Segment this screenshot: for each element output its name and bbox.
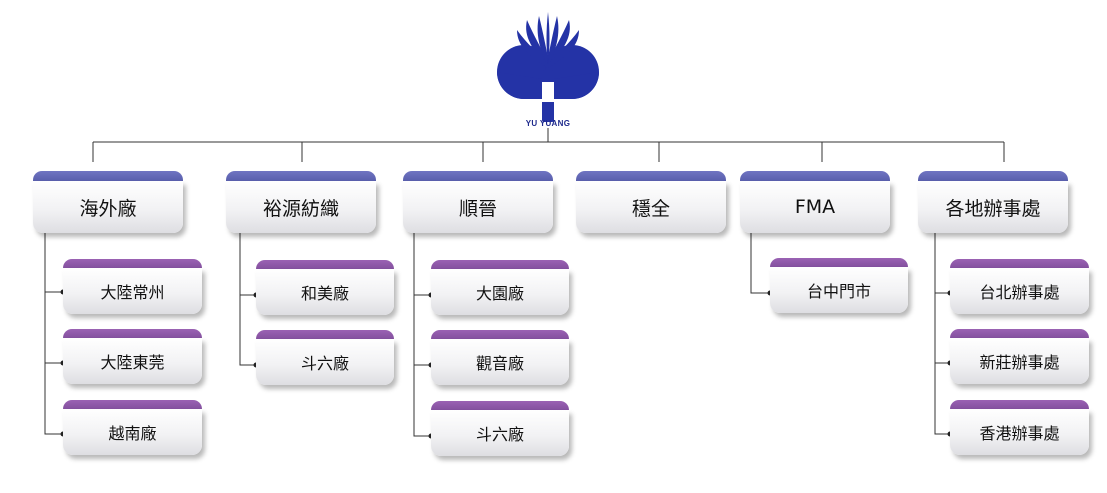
unit-label: 斗六廠 (431, 410, 569, 456)
unit-label: 斗六廠 (256, 339, 394, 385)
unit-label: 和美廠 (256, 269, 394, 315)
unit-box: 大園廠 (431, 260, 569, 315)
unit-box: 越南廠 (63, 400, 202, 455)
unit-box: 新莊辦事處 (950, 329, 1089, 384)
unit-box: 觀音廠 (431, 330, 569, 385)
division-fma: FMA (740, 171, 890, 233)
unit-label: 新莊辦事處 (950, 338, 1089, 384)
division-label: 裕源紡織 (226, 181, 376, 233)
division-wen-quan: 穩全 (576, 171, 726, 233)
unit-label: 大陸東莞 (63, 338, 202, 384)
unit-label: 觀音廠 (431, 339, 569, 385)
unit-label: 台北辦事處 (950, 268, 1089, 314)
unit-box: 香港辦事處 (950, 400, 1089, 455)
unit-label: 大陸常州 (63, 268, 202, 314)
unit-label: 香港辦事處 (950, 409, 1089, 455)
unit-box: 大陸東莞 (63, 329, 202, 384)
division-overseas: 海外廠 (33, 171, 183, 233)
unit-box: 台中門市 (770, 258, 908, 313)
unit-box: 大陸常州 (63, 259, 202, 314)
yu-yuang-logo-icon (497, 12, 599, 122)
company-name: YU YUANG (525, 119, 571, 128)
division-label: 各地辦事處 (918, 181, 1068, 233)
unit-box: 台北辦事處 (950, 259, 1089, 314)
unit-box: 和美廠 (256, 260, 394, 315)
division-shun-jin: 順晉 (403, 171, 553, 233)
division-label: 穩全 (576, 181, 726, 233)
division-label: FMA (740, 181, 890, 233)
division-offices: 各地辦事處 (918, 171, 1068, 233)
division-label: 海外廠 (33, 181, 183, 233)
unit-label: 台中門市 (770, 267, 908, 313)
unit-box: 斗六廠 (256, 330, 394, 385)
division-yu-yuan-textile: 裕源紡織 (226, 171, 376, 233)
division-label: 順晉 (403, 181, 553, 233)
unit-label: 越南廠 (63, 409, 202, 455)
unit-label: 大園廠 (431, 269, 569, 315)
unit-box: 斗六廠 (431, 401, 569, 456)
